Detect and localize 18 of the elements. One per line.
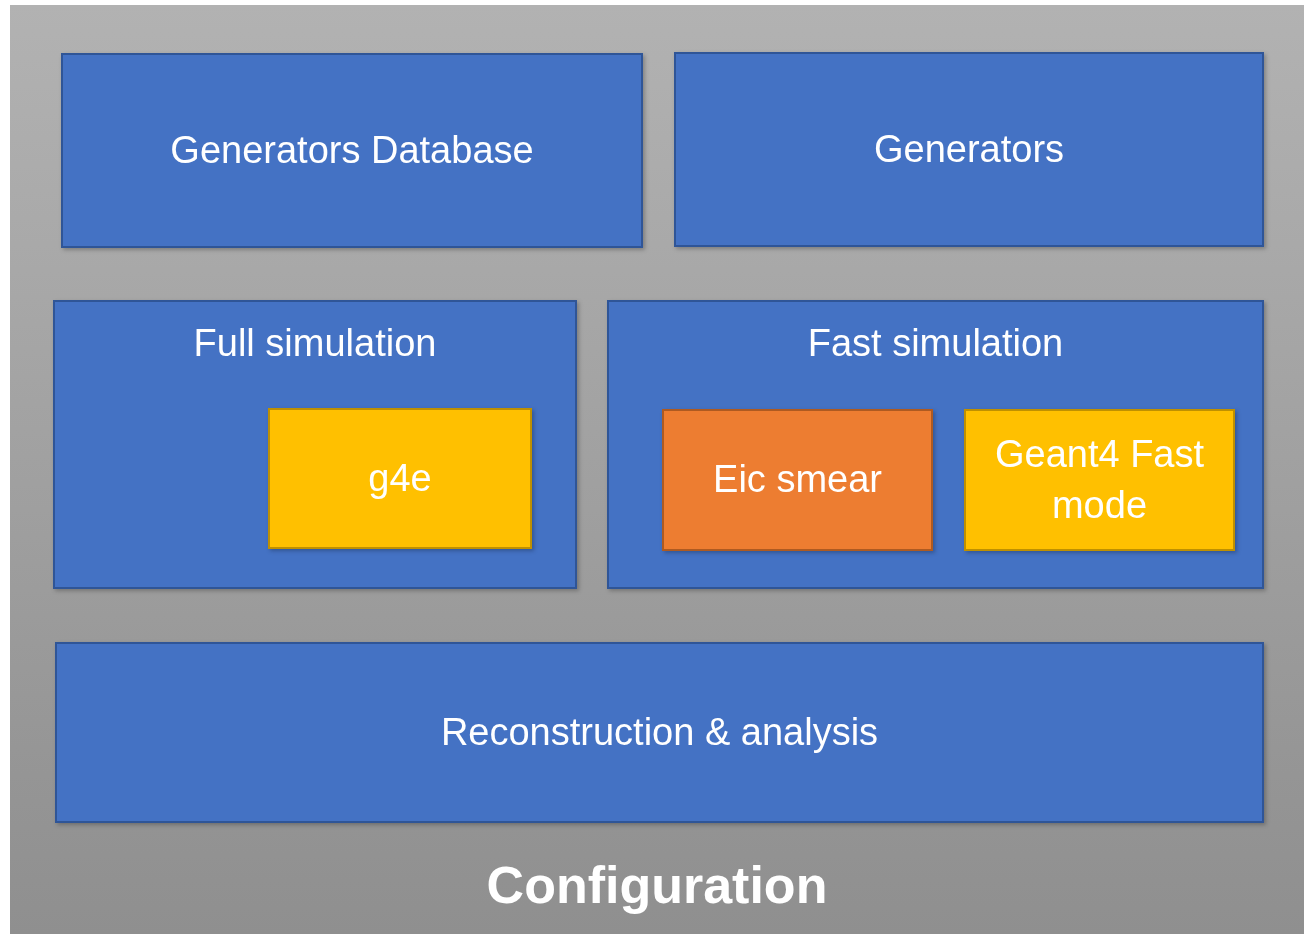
box-label: Full simulation	[193, 321, 437, 366]
component-box	[964, 409, 1235, 551]
group-box	[607, 300, 1264, 589]
box-label: Generators Database	[170, 127, 534, 173]
box-label: g4e	[368, 455, 432, 501]
module-box	[55, 642, 1264, 823]
component-box	[268, 408, 532, 549]
box-label: Fast simulation	[807, 321, 1064, 366]
module-box	[61, 53, 643, 248]
box-label: Configuration	[486, 854, 828, 916]
module-box	[674, 52, 1264, 247]
box-label: Geant4 Fast mode	[993, 431, 1206, 528]
component-box	[662, 409, 933, 551]
configuration-panel	[10, 5, 1304, 934]
group-box	[53, 300, 577, 589]
box-label: Generators	[873, 126, 1065, 172]
box-label: Eic smear	[713, 457, 882, 503]
box-label: Reconstruction & analysis	[440, 709, 879, 755]
